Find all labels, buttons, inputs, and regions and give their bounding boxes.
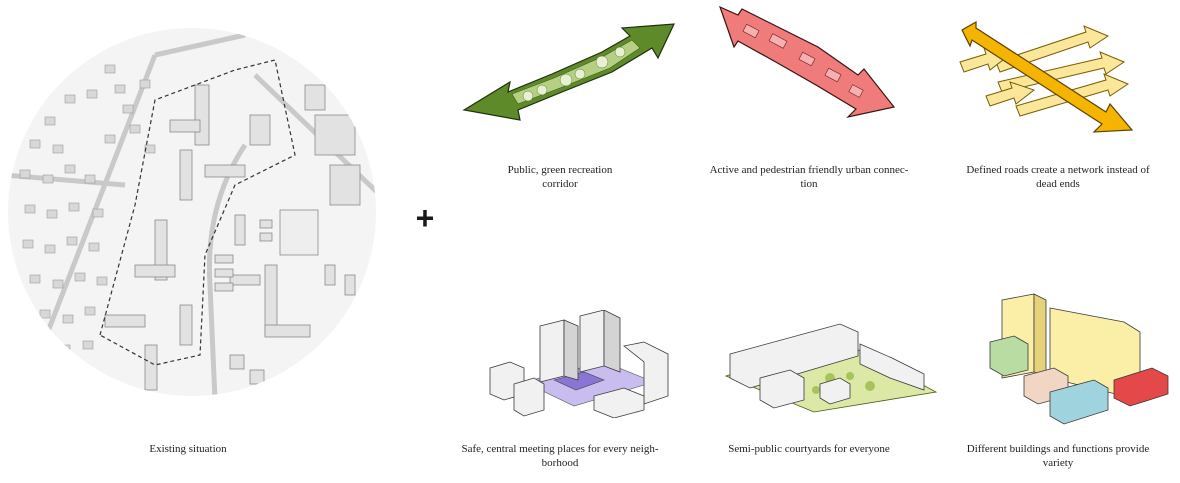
sports-field <box>279 209 319 256</box>
caption-line: variety <box>1042 457 1074 469</box>
caption-road-network: Defined roads create a network instead o… <box>942 163 1174 191</box>
caption-line: Different buildings and functions provid… <box>966 443 1150 455</box>
caption-line: tion <box>800 178 818 190</box>
caption-line: Defined roads create a network instead o… <box>966 164 1150 176</box>
variety-blocks <box>989 293 1169 425</box>
caption-line: Public, green recreation <box>507 164 613 176</box>
caption-line: borhood <box>541 457 579 469</box>
caption-courtyards: Semi-public courtyards for everyone <box>694 442 924 456</box>
caption-existing-situation: Existing situation <box>88 442 288 456</box>
caption-line: Active and pedestrian friendly urban con… <box>709 164 909 176</box>
caption-urban-connection: Active and pedestrian friendly urban con… <box>684 163 934 191</box>
variety-diagram <box>984 292 1174 430</box>
courtyards-diagram <box>720 318 942 416</box>
caption-line: dead ends <box>1036 178 1080 190</box>
caption-variety: Different buildings and functions provid… <box>942 442 1174 470</box>
caption-green-corridor: Public, green recreation corridor <box>460 163 660 191</box>
caption-line: corridor <box>542 178 578 190</box>
yellow-arrows <box>959 20 1134 133</box>
green-corridor-diagram <box>462 18 678 128</box>
small-houses <box>19 64 156 354</box>
caption-line: Existing situation <box>149 443 227 455</box>
site-boundary <box>99 59 296 366</box>
urban-connection-diagram <box>708 5 898 127</box>
plus-sign: + <box>415 200 435 236</box>
green-arrow <box>462 23 675 121</box>
meeting-places-diagram <box>484 310 674 418</box>
slab-buildings <box>104 84 361 391</box>
pink-arrow <box>718 5 896 119</box>
existing-situation-map <box>5 25 380 400</box>
meeting-places-blocks <box>489 310 669 418</box>
caption-meeting-places: Safe, central meeting places for every n… <box>440 442 680 470</box>
site-plan-drawing <box>8 28 376 396</box>
courtyard-blocks <box>724 323 938 413</box>
caption-line: Safe, central meeting places for every n… <box>461 443 659 455</box>
caption-line: Semi-public courtyards for everyone <box>728 443 890 455</box>
road-network-diagram <box>956 16 1146 136</box>
